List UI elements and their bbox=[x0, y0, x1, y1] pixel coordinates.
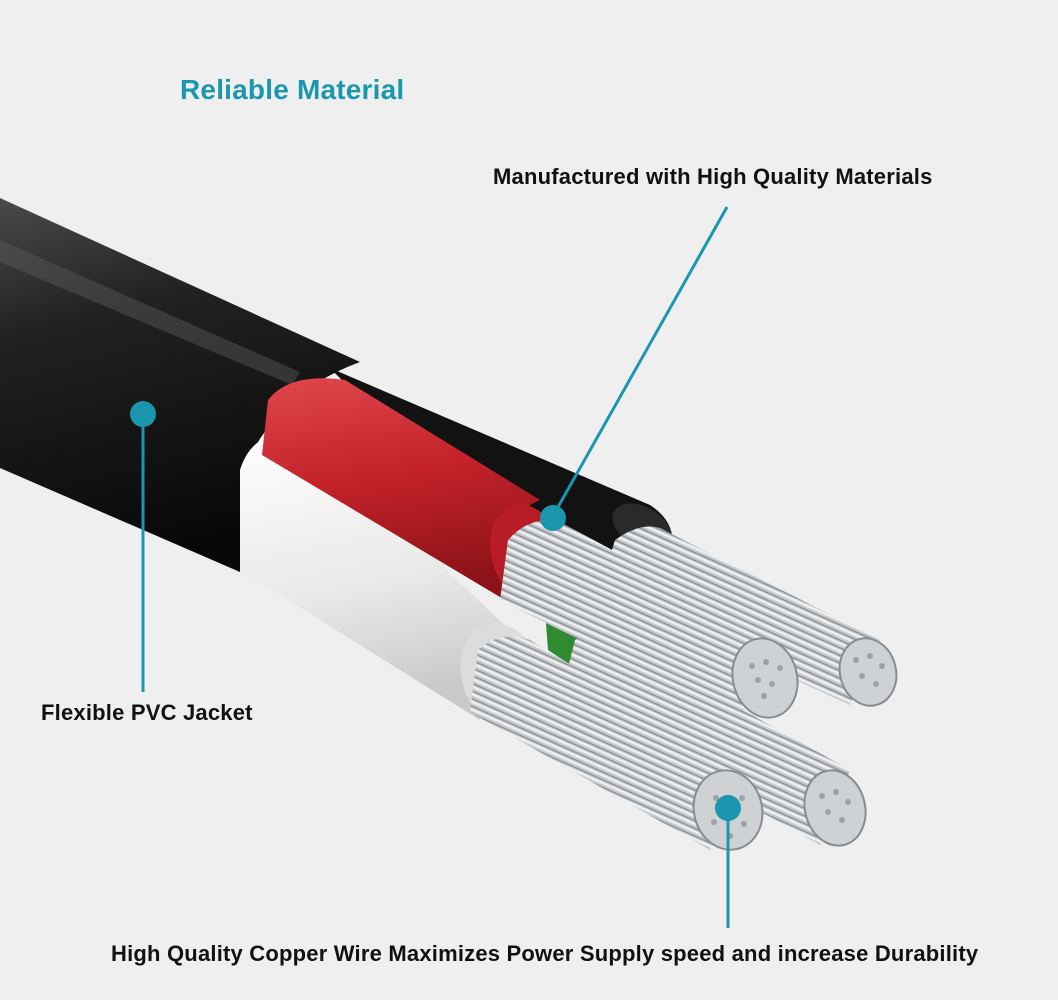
callout-label-jacket: Flexible PVC Jacket bbox=[41, 700, 253, 725]
copper-strands-rear-end bbox=[838, 637, 898, 707]
copper-strands-red-end bbox=[731, 637, 799, 719]
copper-strands-rear bbox=[600, 526, 880, 705]
black-insulation bbox=[330, 368, 673, 560]
pvc-jacket-highlight bbox=[0, 240, 300, 385]
pvc-jacket bbox=[0, 198, 360, 572]
callout-label-materials: Manufactured with High Quality Materials bbox=[493, 164, 933, 189]
callout-dot-materials bbox=[540, 505, 566, 531]
copper-strands-red bbox=[500, 520, 780, 720]
callout-dot-copper bbox=[715, 795, 741, 821]
callout-label-copper: High Quality Copper Wire Maximizes Power… bbox=[111, 941, 979, 966]
callout-line-materials bbox=[551, 206, 729, 517]
copper-strands-green-end bbox=[803, 769, 867, 847]
page-title: Reliable Material bbox=[180, 74, 405, 105]
callout-dot-jacket bbox=[130, 401, 156, 427]
white-insulation bbox=[240, 430, 520, 720]
red-insulation bbox=[262, 378, 540, 600]
copper-strands-white bbox=[470, 636, 745, 850]
strand-end-texture bbox=[711, 653, 885, 839]
copper-strands-green bbox=[560, 634, 850, 845]
